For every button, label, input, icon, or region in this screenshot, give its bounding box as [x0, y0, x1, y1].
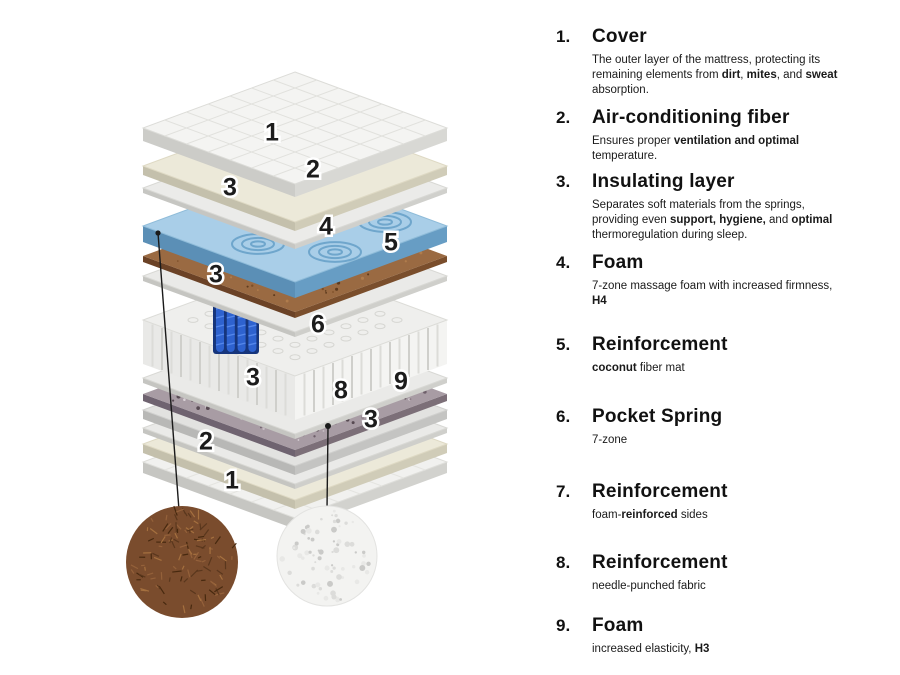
layer-number-label: 1 [265, 119, 279, 147]
layer-number-label: 3 [364, 406, 378, 434]
layer-number-label: 2 [306, 156, 320, 184]
mattress-exploded-diagram: 1 2 3 4 5 3 6 3 8 9 3 2 1 [126, 71, 449, 618]
legend-item-title: Reinforcement [592, 334, 728, 355]
legend-item-title: Reinforcement [592, 481, 728, 502]
legend-item-title: Foam [592, 615, 644, 636]
legend-item-description: 7-zone massage foam with increased firmn… [592, 280, 833, 308]
layer-number-label: 6 [311, 311, 325, 339]
legend-item-number: 1. [556, 27, 571, 46]
legend-item-reinforcement-coconut: 5. Reinforcement coconut fiber mat [556, 334, 886, 406]
diagram-artwork [126, 71, 449, 618]
legend-item-number: 9. [556, 616, 571, 635]
legend-item-description: foam-reinforced sides [592, 509, 708, 521]
layer-number-label: 8 [334, 377, 348, 405]
layer-number-label: 2 [199, 428, 213, 456]
legend-item-number: 2. [556, 108, 571, 127]
legend-item-number: 6. [556, 407, 571, 426]
legend-item-number: 7. [556, 482, 571, 501]
legend-item-number: 8. [556, 553, 571, 572]
legend-item-description: Ensures proper ventilation and optimal t… [592, 135, 800, 163]
legend-list: 1. Cover The outer layer of the mattress… [556, 26, 886, 657]
mattress-diagram-svg: 1 2 3 4 5 3 6 3 8 9 3 2 1 [126, 71, 449, 618]
legend-item-title: Reinforcement [592, 552, 728, 573]
layer-number-label: 3 [223, 174, 237, 202]
legend-item-air-conditioning-fiber: 2. Air-conditioning fiber Ensures proper… [556, 107, 886, 171]
layer-number-label: 9 [394, 368, 408, 396]
legend-item-description: The outer layer of the mattress, protect… [592, 54, 838, 97]
legend-item-pocket-spring: 6. Pocket Spring 7-zone [556, 406, 886, 481]
legend-item-title: Cover [592, 26, 647, 47]
legend-item-number: 3. [556, 172, 571, 191]
legend-item-title: Pocket Spring [592, 406, 723, 427]
legend-item-description: coconut fiber mat [592, 362, 685, 374]
layer-number-label: 3 [209, 261, 223, 289]
legend-item-title: Insulating layer [592, 171, 735, 192]
legend-item-foam-h4: 4. Foam 7-zone massage foam with increas… [556, 252, 886, 334]
legend-item-title: Foam [592, 252, 644, 273]
layer-number-label: 4 [319, 213, 333, 241]
layer-number-label: 3 [246, 364, 260, 392]
legend-item-insulating-layer: 3. Insulating layer Separates soft mater… [556, 171, 886, 252]
legend-item-description: needle-punched fabric [592, 580, 706, 592]
legend-item-description: 7-zone [592, 434, 628, 446]
diagram-labels: 1 2 3 4 5 3 6 3 8 9 3 2 1 [197, 116, 411, 497]
legend-item-description: Separates soft materials from the spring… [592, 199, 833, 242]
legend-item-foam-h3: 9. Foam increased elasticity, H3 [556, 615, 886, 657]
legend-item-description: increased elasticity, H3 [592, 643, 710, 655]
legend-item-cover: 1. Cover The outer layer of the mattress… [556, 26, 886, 107]
legend-item-number: 5. [556, 335, 571, 354]
legend-item-title: Air-conditioning fiber [592, 107, 790, 128]
legend-item-reinforcement-sides: 7. Reinforcement foam-reinforced sides [556, 481, 886, 552]
legend-item-reinforcement-fabric: 8. Reinforcement needle-punched fabric [556, 552, 886, 615]
layer-number-label: 5 [384, 229, 398, 257]
layer-number-label: 1 [225, 467, 239, 495]
legend-item-number: 4. [556, 253, 571, 272]
